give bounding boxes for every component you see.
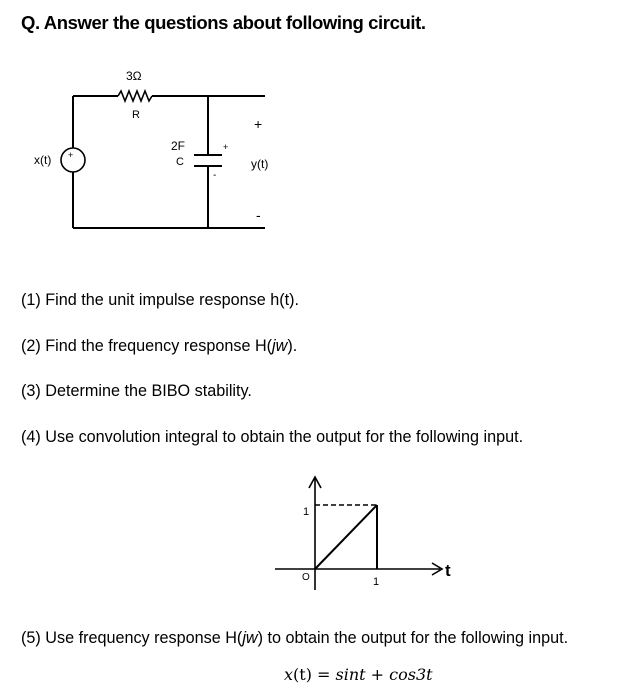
- question-title: Q. Answer the questions about following …: [21, 12, 426, 33]
- question-5-prefix: (5) Use frequency response H(: [21, 629, 243, 647]
- formula-plus: +: [365, 665, 390, 684]
- y-tick-label: 1: [303, 506, 309, 518]
- input-signal-graph: 1 1 O t: [275, 475, 451, 590]
- rc-circuit-diagram: 3Ω R 2F C + - x(t) + + y(t) -: [34, 69, 268, 229]
- source-plus-sign: +: [68, 150, 73, 160]
- formula-lhs-var: x: [284, 665, 294, 684]
- voltage-source-icon: [60, 147, 86, 173]
- question-1: (1) Find the unit impulse response h(t).: [21, 291, 300, 309]
- question-2: (2) Find the frequency response H(jw).: [21, 337, 297, 356]
- origin-label: O: [302, 572, 310, 583]
- capacitor-value: 2F: [171, 139, 185, 153]
- question-4: (4) Use convolution integral to obtain t…: [21, 428, 524, 446]
- question-5-variable: jw: [242, 629, 258, 647]
- formula-equals: =: [311, 665, 336, 684]
- capacitor-plus-sign: +: [223, 142, 228, 152]
- ramp-segment: [314, 504, 378, 570]
- question-2-prefix: (2) Find the frequency response H(: [21, 337, 273, 355]
- output-plus-sign: +: [254, 116, 262, 132]
- t-axis-arrow-icon: [431, 562, 444, 576]
- output-minus-sign: -: [256, 207, 261, 223]
- x-tick-label: 1: [373, 576, 379, 588]
- formula-term-1: sint: [335, 665, 366, 684]
- resistor-value: 3Ω: [126, 69, 142, 83]
- question-5: (5) Use frequency response H(jw) to obta…: [21, 629, 568, 648]
- input-formula: x(t) = sint + cos3t: [284, 665, 433, 684]
- resistor-label: R: [132, 109, 140, 121]
- question-2-variable: jw: [272, 337, 288, 355]
- resistor-symbol: [117, 88, 153, 104]
- output-label: y(t): [251, 157, 268, 171]
- question-2-suffix: ).: [287, 337, 298, 355]
- capacitor-label: C: [176, 156, 184, 168]
- formula-term-2: cos3t: [389, 665, 433, 684]
- capacitor-minus-sign: -: [213, 170, 216, 181]
- formula-lhs-arg: (t): [293, 665, 312, 684]
- question-5-suffix: ) to obtain the output for the following…: [257, 629, 569, 647]
- question-3: (3) Determine the BIBO stability.: [21, 382, 252, 400]
- y-axis-arrow-icon: [308, 475, 322, 489]
- t-axis-label: t: [445, 561, 451, 580]
- input-label: x(t): [34, 153, 51, 167]
